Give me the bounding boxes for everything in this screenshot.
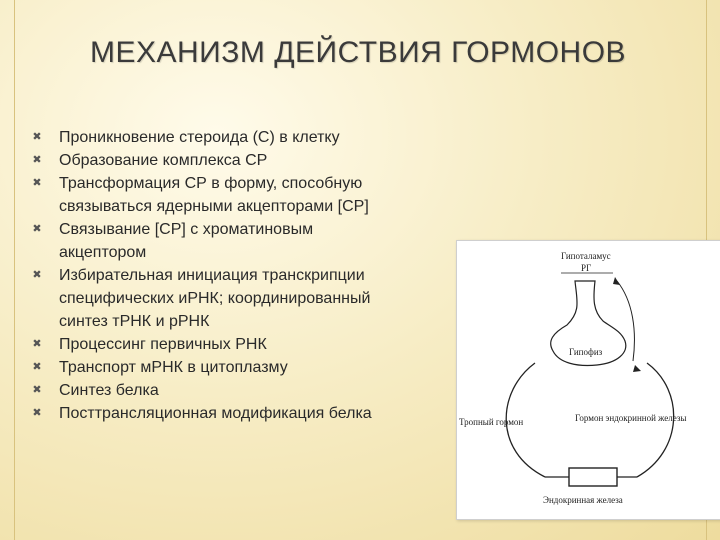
x-mark-icon: ✖ bbox=[32, 361, 42, 373]
feedback-diagram: Гипоталамус РГ Гипофиз Тропный гормон Го… bbox=[456, 240, 720, 520]
x-mark-icon: ✖ bbox=[32, 384, 42, 396]
endocrine-hormone-label: Гормон эндокринной железы bbox=[575, 413, 687, 423]
list-item: ✖Посттрансляционная модификация белка bbox=[30, 402, 450, 425]
pituitary-label: Гипофиз bbox=[569, 347, 603, 357]
x-mark-icon: ✖ bbox=[32, 407, 42, 419]
diagram-drawing bbox=[505, 272, 675, 487]
list-item: ✖Процессинг первичных РНК bbox=[30, 333, 450, 356]
hypothalamus-label: Гипоталамус bbox=[561, 251, 611, 261]
x-mark-icon: ✖ bbox=[32, 223, 42, 235]
right-arrowhead bbox=[633, 365, 641, 372]
tropic-hormone-label: Тропный гормон bbox=[459, 417, 524, 427]
x-mark-icon: ✖ bbox=[32, 177, 42, 189]
feedback-arrowhead bbox=[613, 277, 620, 285]
list-item: ✖Образование комплекса СР bbox=[30, 149, 450, 172]
gland-box bbox=[568, 467, 618, 487]
loop-right-arc bbox=[636, 362, 675, 478]
x-mark-icon: ✖ bbox=[32, 338, 42, 350]
pituitary-shape bbox=[550, 280, 627, 367]
x-mark-icon: ✖ bbox=[32, 154, 42, 166]
x-mark-icon: ✖ bbox=[32, 269, 42, 281]
list-item: ✖Проникновение стероида (С) в клетку bbox=[30, 126, 450, 149]
list-item: ✖Синтез белка bbox=[30, 379, 450, 402]
releasing-hormone-label: РГ bbox=[581, 263, 592, 273]
list-item: ✖Транспорт мРНК в цитоплазму bbox=[30, 356, 450, 379]
x-mark-icon: ✖ bbox=[32, 131, 42, 143]
bullet-list: ✖Проникновение стероида (С) в клетку ✖Об… bbox=[30, 126, 450, 425]
left-border-line bbox=[14, 0, 15, 540]
loop-left-arc bbox=[505, 362, 546, 478]
slide-title: МЕХАНИЗМ ДЕЙСТВИЯ ГОРМОНОВ bbox=[90, 36, 627, 69]
endocrine-gland-label: Эндокринная железа bbox=[543, 495, 623, 505]
feedback-arrow bbox=[616, 280, 635, 362]
